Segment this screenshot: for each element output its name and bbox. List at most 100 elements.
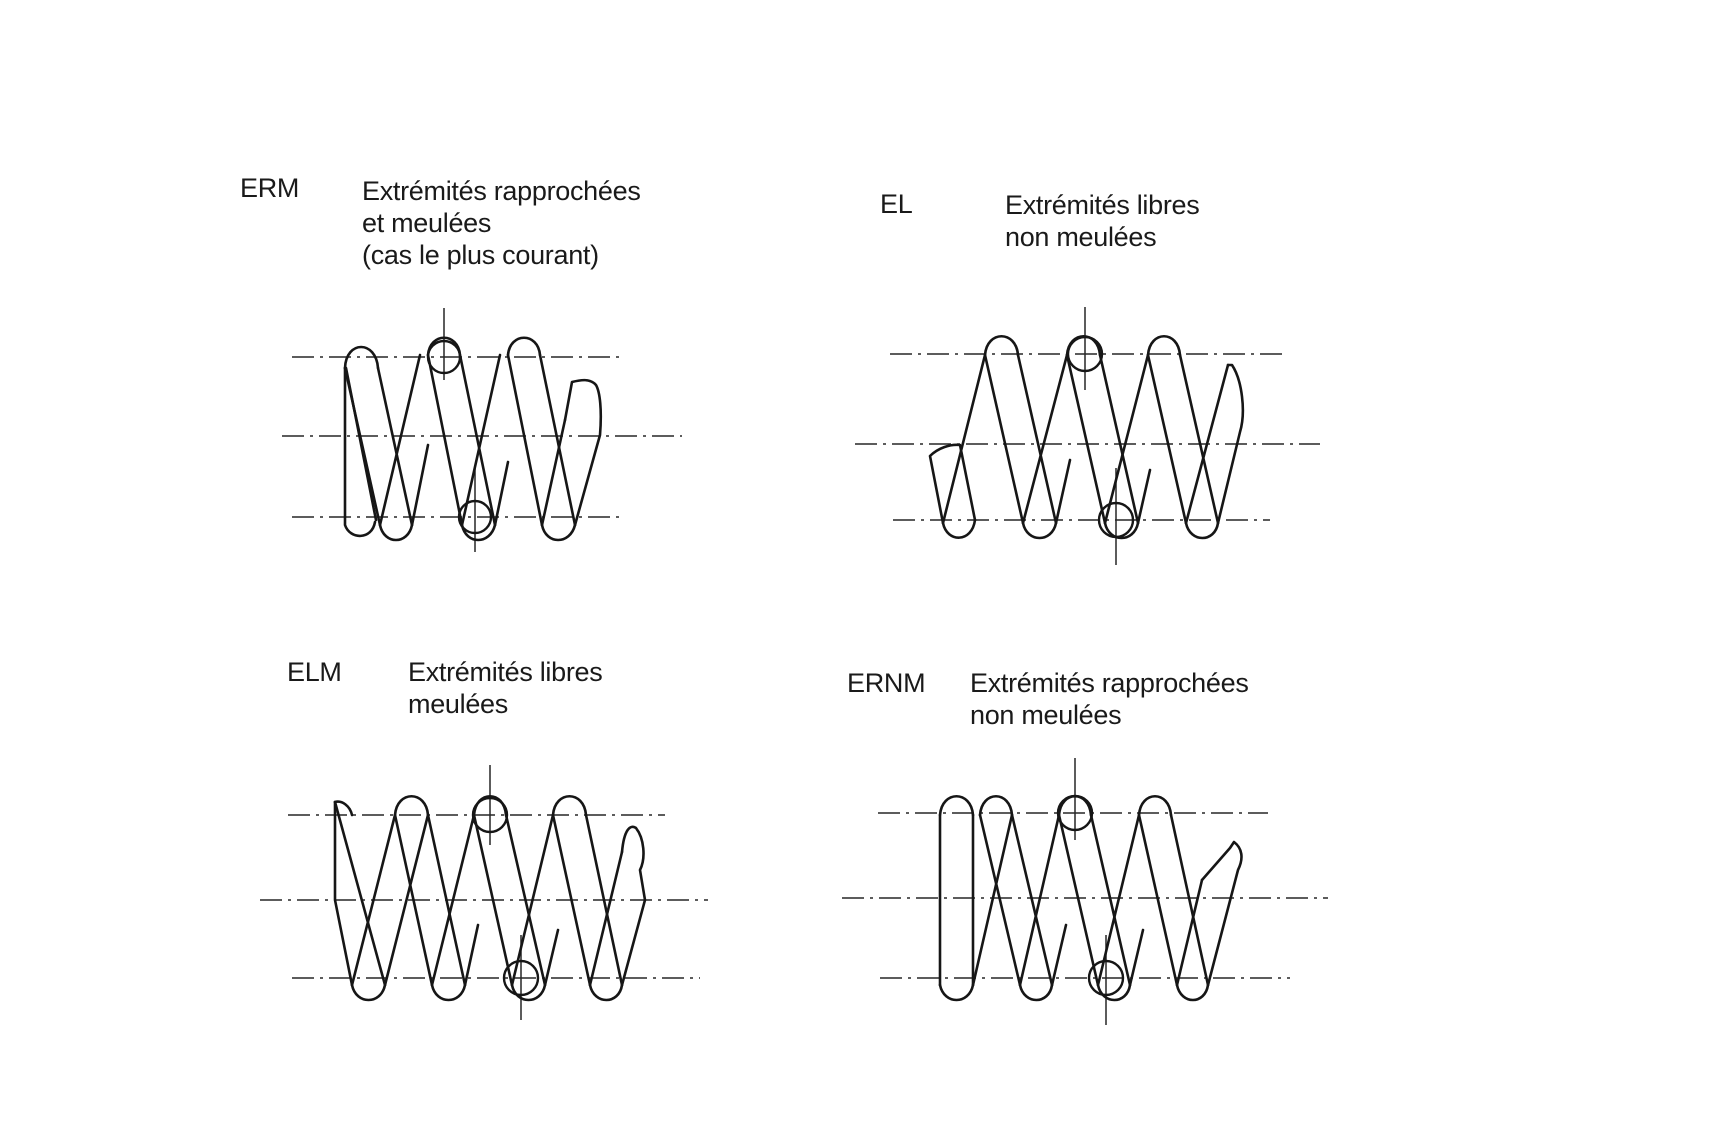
- description-line: Extrémités rapprochées: [362, 176, 641, 206]
- coil-front-stroke: [1098, 353, 1140, 525]
- coil-bottom-arc: [540, 523, 577, 542]
- coil-front-stroke: [1146, 353, 1188, 525]
- coil-bottom-arc: [1018, 983, 1054, 1002]
- coil-top-arc: [426, 336, 462, 357]
- description-line: non meulées: [970, 700, 1122, 730]
- coil-free-end-left: [928, 443, 977, 525]
- coil-top-arc: [551, 795, 588, 817]
- coil-free-end-right: [1200, 840, 1243, 987]
- coil-back-stroke: [540, 418, 567, 527]
- spring-description-erm: Extrémités rapprochées et meulées (cas l…: [362, 175, 641, 271]
- coil-front-stroke: [1065, 353, 1107, 525]
- coil-top-arc: [1057, 795, 1093, 817]
- coil-back-stroke: [460, 353, 502, 527]
- ground-end-right: [620, 825, 647, 987]
- coil-front-stroke: [458, 353, 497, 527]
- spring-code-ernm: ERNM: [847, 668, 926, 698]
- spring-code-erm: ERM: [240, 173, 300, 203]
- spring-erm-drawing: [282, 308, 682, 552]
- coil-back-stroke: [378, 353, 422, 527]
- spring-elm-drawing: [260, 765, 708, 1020]
- description-line: meulées: [408, 689, 508, 719]
- coil-top-arc: [393, 795, 430, 817]
- coil-front-stroke: [1137, 813, 1179, 987]
- coil-back-stroke: [1054, 458, 1072, 525]
- coil-top-arc: [978, 795, 1014, 817]
- coil-top-arc: [983, 335, 1020, 357]
- spring-el-drawing: [855, 307, 1320, 565]
- coil-front-stroke: [472, 813, 514, 987]
- coil-bottom-arc: [941, 518, 977, 539]
- coil-front-stroke: [1169, 813, 1210, 987]
- coil-front-stroke: [978, 813, 1022, 987]
- coil-back-stroke: [1096, 813, 1141, 987]
- coil-back-stroke: [493, 460, 510, 527]
- coil-top-arc: [343, 345, 380, 370]
- coil-bottom-arc: [460, 523, 497, 542]
- description-line: Extrémités rapprochées: [970, 668, 1249, 698]
- coil-front-stroke: [983, 353, 1025, 525]
- coil-front-stroke: [538, 353, 577, 527]
- coil-bottom-arc: [1021, 521, 1058, 540]
- spring-ernm-drawing: [842, 758, 1328, 1025]
- coil-bottom-arc: [1103, 521, 1140, 540]
- coil-bottom-arc: [510, 983, 547, 1002]
- coil-top-arc: [1137, 795, 1173, 817]
- coil-bottom-arc: [1175, 983, 1210, 1002]
- coil-bottom-arc: [1184, 521, 1220, 540]
- coil-back-stroke: [1128, 928, 1145, 987]
- coil-top-arc: [1146, 335, 1182, 357]
- spring-description-el: Extrémités libres non meulées: [1005, 189, 1200, 253]
- description-line: Extrémités libres: [408, 657, 603, 687]
- coil-front-stroke: [376, 366, 414, 527]
- coil-top-arc: [938, 795, 975, 817]
- ground-end-left: [333, 800, 354, 987]
- spring-code-elm: ELM: [287, 657, 342, 687]
- coil-back-stroke: [588, 850, 624, 987]
- coil-back-stroke: [1175, 878, 1204, 987]
- ground-end-left: [333, 800, 354, 817]
- spring-description-elm: Extrémités libres meulées: [408, 656, 603, 720]
- coil-bottom-arc: [1096, 983, 1132, 1002]
- coil-front-stroke: [1057, 813, 1100, 987]
- coil-front-stroke: [551, 813, 592, 987]
- coil-back-stroke: [971, 813, 1014, 987]
- coil-free-end-right: [1216, 363, 1245, 525]
- description-line: et meulées: [362, 208, 492, 238]
- coil-back-stroke: [430, 813, 476, 987]
- coil-back-stroke: [1184, 363, 1230, 525]
- coil-front-stroke: [1178, 353, 1220, 525]
- coil-back-stroke: [1136, 468, 1152, 525]
- coil-back-stroke: [1021, 353, 1069, 525]
- spring-description-ernm: Extrémités rapprochées non meulées: [970, 667, 1249, 731]
- coil-back-stroke: [941, 353, 987, 525]
- coil-back-stroke: [510, 813, 555, 987]
- coil-front-stroke: [1089, 813, 1132, 987]
- coil-back-stroke: [1018, 813, 1061, 987]
- coil-back-stroke: [463, 923, 480, 987]
- coil-back-stroke: [543, 928, 560, 987]
- description-line: (cas le plus courant): [362, 240, 599, 270]
- wire-section-circle: [1087, 959, 1125, 997]
- coil-bottom-arc: [378, 523, 414, 542]
- description-line: non meulées: [1005, 222, 1157, 252]
- coil-front-stroke: [426, 813, 467, 987]
- coil-top-arc: [472, 795, 508, 817]
- wire-section-circle: [502, 959, 540, 997]
- coil-front-stroke: [506, 353, 544, 527]
- coil-back-stroke: [383, 813, 430, 987]
- coil-front-stroke: [426, 353, 464, 527]
- coil-back-stroke: [1050, 923, 1068, 987]
- coil-front-stroke: [504, 813, 547, 987]
- spring-code-el: EL: [880, 189, 913, 219]
- coil-top-arc: [1065, 335, 1102, 357]
- coil-bottom-arc: [350, 983, 387, 1002]
- wire-section-circle: [457, 499, 493, 535]
- coil-top-arc: [506, 336, 542, 357]
- coil-bottom-arc: [588, 983, 624, 1002]
- coil-front-stroke: [1016, 353, 1058, 525]
- coil-front-stroke: [393, 813, 434, 987]
- coil-free-end-right: [563, 378, 603, 527]
- coil-front-stroke: [333, 800, 387, 987]
